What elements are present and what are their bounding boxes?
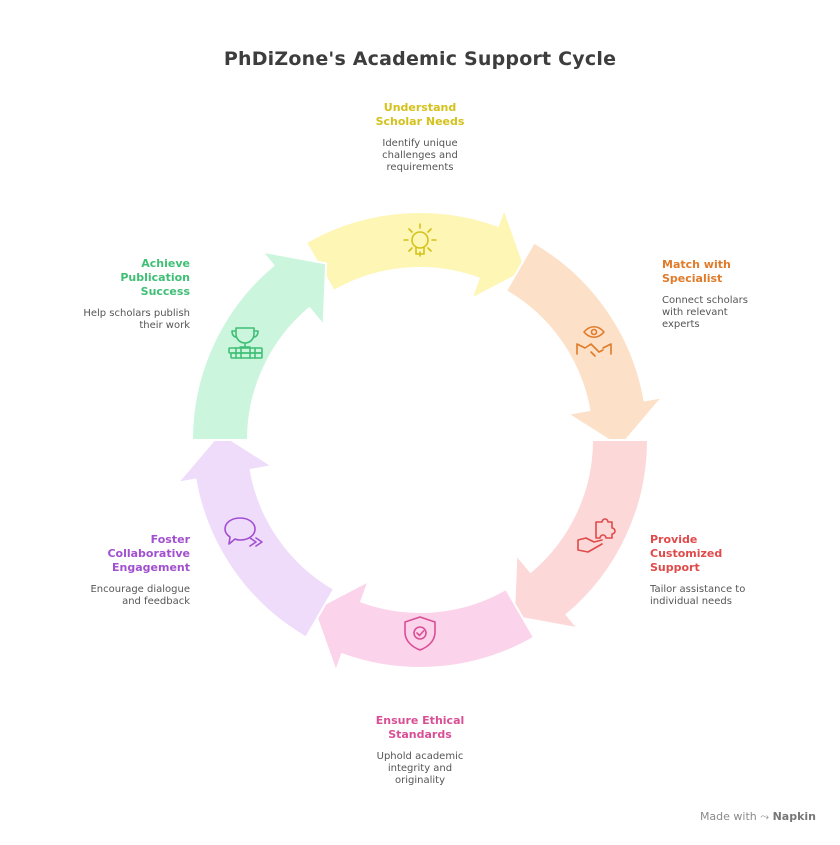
- puzzle-hand-icon: [577, 518, 616, 553]
- step-achieve-desc: Help scholars publish their work: [83, 308, 190, 331]
- cycle-segments: [176, 207, 664, 673]
- step-foster-title: Foster Collaborative Engagement: [107, 533, 190, 574]
- step-match-title: Match with Specialist: [662, 258, 731, 285]
- step-ethics: Ensure Ethical Standards Uphold academic…: [340, 714, 500, 787]
- segment-ethics: [313, 580, 535, 673]
- trophy-books-icon: [228, 327, 263, 359]
- shield-check-icon: [404, 616, 436, 651]
- napkin-credit[interactable]: Made with ⤳ Napkin: [700, 810, 816, 824]
- step-understand-title: Understand Scholar Needs: [375, 101, 465, 128]
- step-provide-desc: Tailor assistance to individual needs: [650, 584, 746, 607]
- segment-foster: [176, 432, 335, 639]
- step-match: Match with Specialist Connect scholars w…: [662, 258, 822, 331]
- napkin-logo-icon: ⤳: [760, 810, 770, 823]
- segment-achieve: [191, 250, 328, 441]
- step-ethics-title: Ensure Ethical Standards: [375, 714, 465, 741]
- diagram-title: PhDiZone's Academic Support Cycle: [223, 48, 617, 70]
- step-understand: Understand Scholar Needs Identify unique…: [340, 101, 500, 174]
- handshake-eye-icon: [576, 325, 612, 357]
- step-ethics-desc: Uphold academic integrity and originalit…: [376, 751, 464, 786]
- made-with-label: Made with: [699, 810, 757, 823]
- segment-provide: [512, 439, 649, 630]
- step-provide: Provide Customized Support Tailor assist…: [650, 533, 820, 608]
- segment-match: [505, 241, 664, 448]
- step-provide-title: Provide Customized Support: [650, 533, 723, 574]
- napkin-brand: Napkin: [772, 810, 816, 823]
- step-achieve: Achieve Publication Success Help scholar…: [20, 257, 190, 332]
- step-foster-desc: Encourage dialogue and feedback: [90, 584, 190, 607]
- step-foster: Foster Collaborative Engagement Encourag…: [20, 533, 190, 608]
- chat-bubble-icon: [224, 517, 263, 547]
- step-match-desc: Connect scholars with relevant experts: [662, 295, 748, 330]
- step-understand-desc: Identify unique challenges and requireme…: [382, 138, 458, 173]
- gear-bulb-icon: [403, 223, 437, 257]
- step-achieve-title: Achieve Publication Success: [120, 257, 190, 298]
